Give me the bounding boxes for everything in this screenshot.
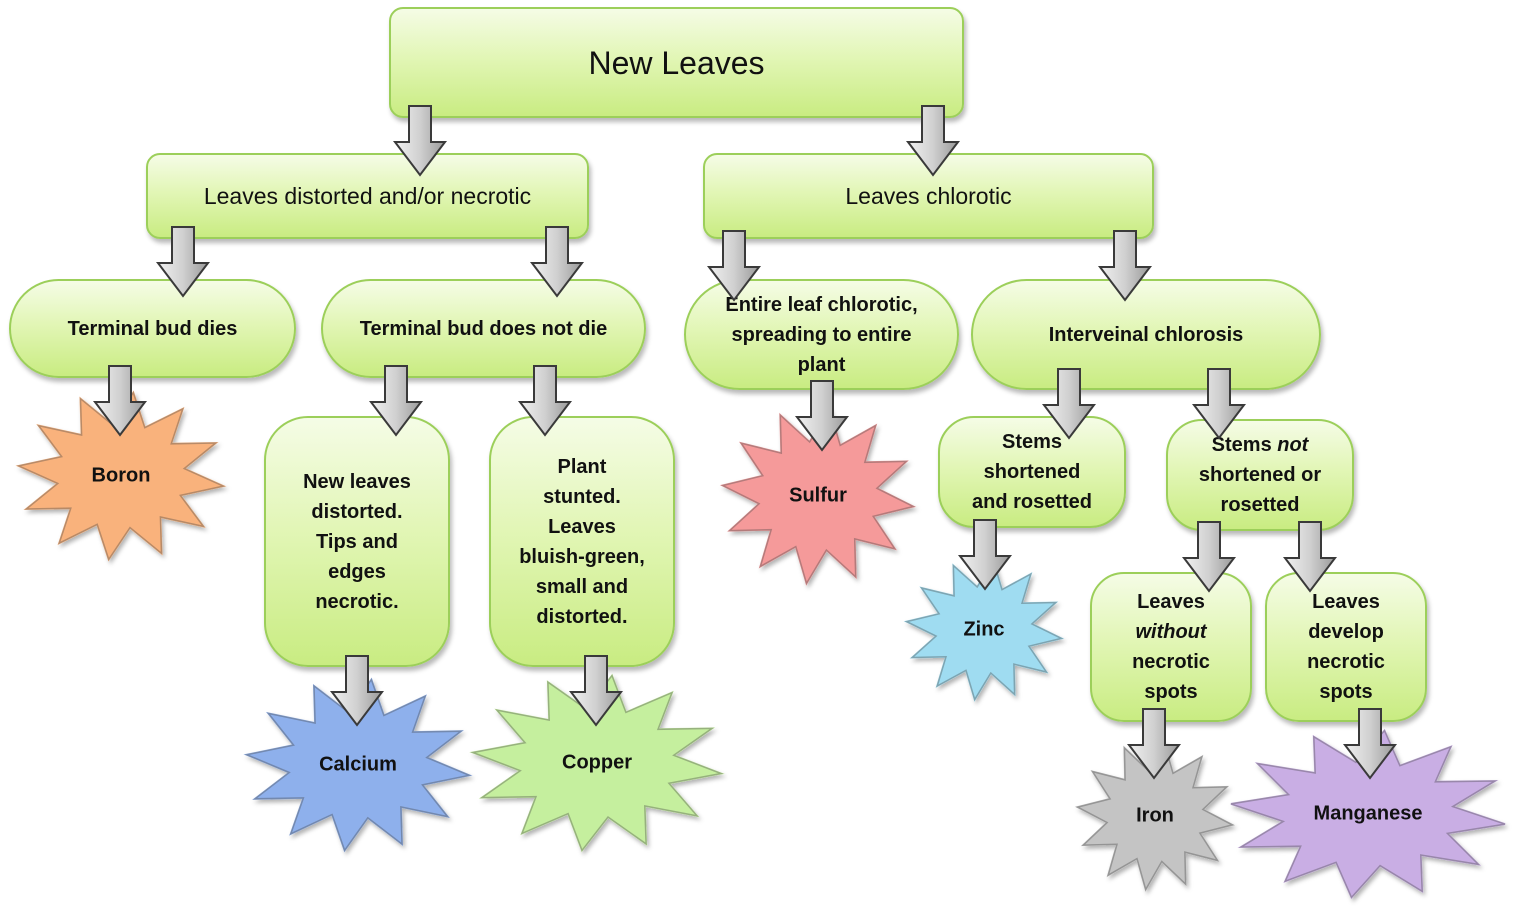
node-new-leaves: New Leaves <box>389 7 964 118</box>
nutrient-label-iron: Iron <box>1136 804 1174 827</box>
down-arrow-interveinal-to-stems-not <box>1191 368 1247 440</box>
starburst-outline-boron <box>16 390 226 562</box>
starburst-sulfur <box>719 406 917 586</box>
node-leaves-chlorotic-label: Leaves chlorotic <box>845 182 1012 209</box>
starburst-outline-calcium <box>244 677 472 853</box>
node-lws-line-3: necrotic <box>1132 651 1210 673</box>
node-terminal-bud-dies-label: Terminal bud dies <box>67 317 238 340</box>
node-nld-line-1: New leaves <box>303 470 411 493</box>
nutrient-label-zinc: Zinc <box>963 618 1005 641</box>
node-nld-line-4: edges <box>328 560 386 583</box>
node-plant-stunted: Plant stunted. Leaves bluish-green, smal… <box>489 416 675 667</box>
node-lws-line-2: without <box>1135 621 1207 643</box>
node-new-leaves-label: New Leaves <box>588 44 765 81</box>
down-arrow-chlorotic-to-entire <box>706 230 762 302</box>
starburst-copper <box>469 673 725 853</box>
node-ps-line-2: stunted. <box>543 485 621 508</box>
down-arrow-distorted-to-dies <box>155 226 211 298</box>
down-arrow-root-to-chlorotic <box>905 105 961 177</box>
starburst-outline-manganese <box>1230 729 1506 899</box>
node-leaves-distorted-label: Leaves distorted and/or necrotic <box>203 182 532 209</box>
node-terminal-bud-not-die-label: Terminal bud does not die <box>359 317 608 340</box>
down-arrow-stems-to-zinc <box>957 519 1013 591</box>
starburst-outline-sulfur <box>720 406 916 586</box>
node-nld-line-3: Tips and <box>316 530 398 553</box>
node-entire-leaf-line-2: spreading to entire <box>731 323 912 346</box>
starburst-zinc <box>903 558 1065 702</box>
node-lds-line-2: develop <box>1308 621 1384 643</box>
node-interveinal-label: Interveinal chlorosis <box>1048 323 1244 346</box>
starburst-boron <box>15 390 227 562</box>
node-lws-line-1: Leaves <box>1137 591 1205 613</box>
down-arrow-stems-not-to-without <box>1181 521 1237 593</box>
node-ps-line-5: small and <box>535 575 629 598</box>
node-nld-line-2: distorted. <box>311 500 403 523</box>
node-leaves-develop-spots: Leaves develop necrotic spots <box>1265 572 1427 722</box>
node-sns-emphasis: not <box>1277 434 1309 456</box>
node-ss-line-1: Stems <box>1001 431 1063 453</box>
node-sns-prefix: Stems <box>1211 434 1278 456</box>
node-leaves-without-spots: Leaves without necrotic spots <box>1090 572 1252 722</box>
node-ps-line-3: Leaves <box>548 515 616 538</box>
down-arrow-root-to-distorted <box>392 105 448 177</box>
node-lds-line-3: necrotic <box>1307 651 1385 673</box>
nutrient-label-copper: Copper <box>562 751 632 774</box>
nutrient-label-boron: Boron <box>91 464 151 487</box>
down-arrow-distorted-to-not-die <box>529 226 585 298</box>
node-ss-line-3: and rosetted <box>971 491 1093 513</box>
node-sns-line-1: Stems not <box>1199 430 1321 460</box>
node-terminal-bud-dies: Terminal bud dies <box>9 279 296 378</box>
starburst-iron <box>1074 739 1236 893</box>
node-ps-line-4: bluish-green, <box>519 545 645 568</box>
node-entire-leaf-line-3: plant <box>797 353 846 376</box>
node-stems-not-shortened: Stems not shortened or rosetted <box>1166 419 1354 531</box>
nutrient-label-manganese: Manganese <box>1313 802 1423 825</box>
node-ss-line-2: shortened <box>983 461 1081 483</box>
node-lds-line-4: spots <box>1319 681 1373 703</box>
down-arrow-develop-to-manganese <box>1342 708 1398 780</box>
down-arrow-entire-to-sulfur <box>794 380 850 452</box>
down-arrow-stunted-to-copper <box>568 655 624 727</box>
down-arrow-without-to-iron <box>1126 708 1182 780</box>
starburst-outline-zinc <box>904 558 1064 702</box>
down-arrow-dies-to-boron <box>92 365 148 437</box>
node-leaves-distorted: Leaves distorted and/or necrotic <box>146 153 589 239</box>
node-entire-leaf-chlorotic: Entire leaf chlorotic, spreading to enti… <box>684 279 959 390</box>
node-sns-line-2: shortened or <box>1198 464 1322 486</box>
node-interveinal-chlorosis: Interveinal chlorosis <box>971 279 1321 390</box>
starburst-manganese <box>1230 728 1506 900</box>
node-sns-line-3: rosetted <box>1220 494 1300 516</box>
down-arrow-not-die-to-stunted <box>517 365 573 437</box>
node-new-leaves-distorted: New leaves distorted. Tips and edges nec… <box>264 416 450 667</box>
node-lds-line-1: Leaves <box>1312 591 1380 613</box>
down-arrow-chlorotic-to-interveinal <box>1097 230 1153 302</box>
node-nld-line-5: necrotic. <box>315 590 399 613</box>
starburst-outline-copper <box>470 674 724 852</box>
node-ps-line-6: distorted. <box>536 605 628 628</box>
nutrient-label-sulfur: Sulfur <box>789 484 847 507</box>
node-ps-line-1: Plant <box>557 455 607 478</box>
down-arrow-not-die-to-new-leaves <box>368 365 424 437</box>
down-arrow-interveinal-to-stems <box>1041 368 1097 440</box>
starburst-calcium <box>243 677 473 853</box>
node-stems-shortened: Stems shortened and rosetted <box>938 416 1126 528</box>
node-leaves-chlorotic: Leaves chlorotic <box>703 153 1154 239</box>
node-terminal-bud-not-die: Terminal bud does not die <box>321 279 646 378</box>
down-arrow-stems-not-to-develop <box>1282 521 1338 593</box>
nutrient-label-calcium: Calcium <box>319 753 397 776</box>
down-arrow-new-leaves-to-calcium <box>329 655 385 727</box>
starburst-outline-iron <box>1075 740 1235 892</box>
node-lws-line-4: spots <box>1144 681 1198 703</box>
node-entire-leaf-line-1: Entire leaf chlorotic, <box>725 293 918 316</box>
